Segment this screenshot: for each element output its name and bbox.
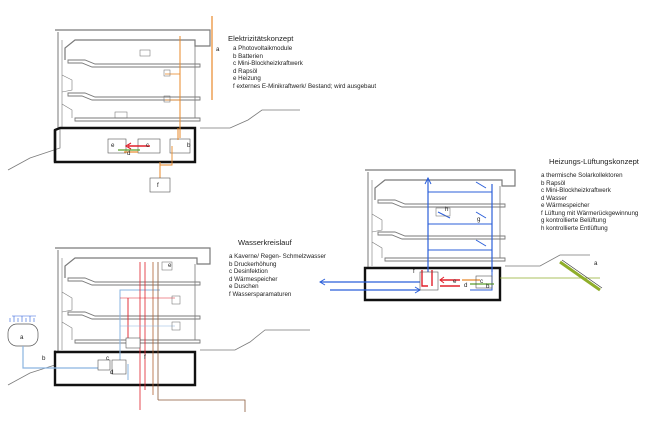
heizung-item-d: d Wasser — [541, 194, 567, 202]
heizung-marker-a: a — [594, 260, 598, 267]
elektro-item-e: e Heizung — [233, 75, 261, 82]
elektro-item-b: b Batterien — [233, 52, 263, 60]
heizung-item-g: g kontrollierte Belüftung — [541, 217, 607, 224]
heizung-item-b: b Rapsöl — [541, 179, 566, 187]
heizung-title: Heizungs-Lüftungskonzept — [549, 157, 639, 166]
elektro-marker-c: c — [146, 142, 150, 149]
wasser-item-d: d Wärmespeicher — [229, 275, 278, 283]
heizung-item-h: h kontrollierte Entlüftung — [541, 224, 608, 232]
elektro-marker-b: b — [187, 142, 191, 149]
elektro-item-c: c Mini-Blockheizkraftwerk — [233, 60, 303, 67]
wasser-item-a: a Kaverne/ Regen- Schmelzwasser — [229, 253, 326, 260]
elektro-marker-d: d — [127, 150, 131, 157]
elektro-marker-e: e — [111, 142, 115, 149]
wasser-marker-d: d — [110, 369, 114, 376]
heizung-item-f: f Lüftung mit Wärmerückgewinnung — [541, 209, 639, 217]
heizung-marker-d: d — [464, 282, 468, 289]
elektro-marker-f: f — [157, 182, 159, 189]
wasser-marker-e: e — [168, 262, 172, 269]
elektro-item-a: a Photovoltaikmodule — [233, 45, 293, 52]
wasser-item-f: f Wassersparamaturen — [229, 290, 292, 298]
heizung-marker-h: h — [445, 206, 449, 213]
heizung-marker-b: b — [486, 283, 490, 290]
wasser-marker-f: f — [144, 354, 146, 361]
wasser-marker-a: a — [20, 334, 24, 341]
elektro-item-f: f externes E-Minikraftwerk/ Bestand; wir… — [233, 82, 377, 90]
heizung-marker-c: c — [480, 278, 484, 285]
wasser-marker-b: b — [42, 355, 46, 362]
elektro-marker-a: a — [216, 46, 220, 53]
wasser-item-e: e Duschen — [229, 283, 259, 290]
wasser-marker-c: c — [106, 355, 110, 362]
heizung-marker-e: e — [453, 278, 457, 285]
wasser-title: Wasserkreislauf — [238, 238, 292, 247]
wasser-item-c: c Desinfektion — [229, 268, 268, 275]
heizung-marker-f: f — [413, 268, 415, 275]
heizung-item-a: a thermische Solarkollektoren — [541, 172, 623, 179]
wasser-item-b: b Druckerhöhung — [229, 260, 277, 268]
heizung-item-c: c Mini-Blockheizkraftwerk — [541, 187, 611, 194]
elektro-title: Elektrizitätskonzept — [228, 34, 294, 43]
heizung-item-e: e Wärmespeicher — [541, 202, 590, 209]
heizung-marker-g: g — [477, 216, 481, 223]
elektro-item-d: d Rapsöl — [233, 67, 258, 75]
